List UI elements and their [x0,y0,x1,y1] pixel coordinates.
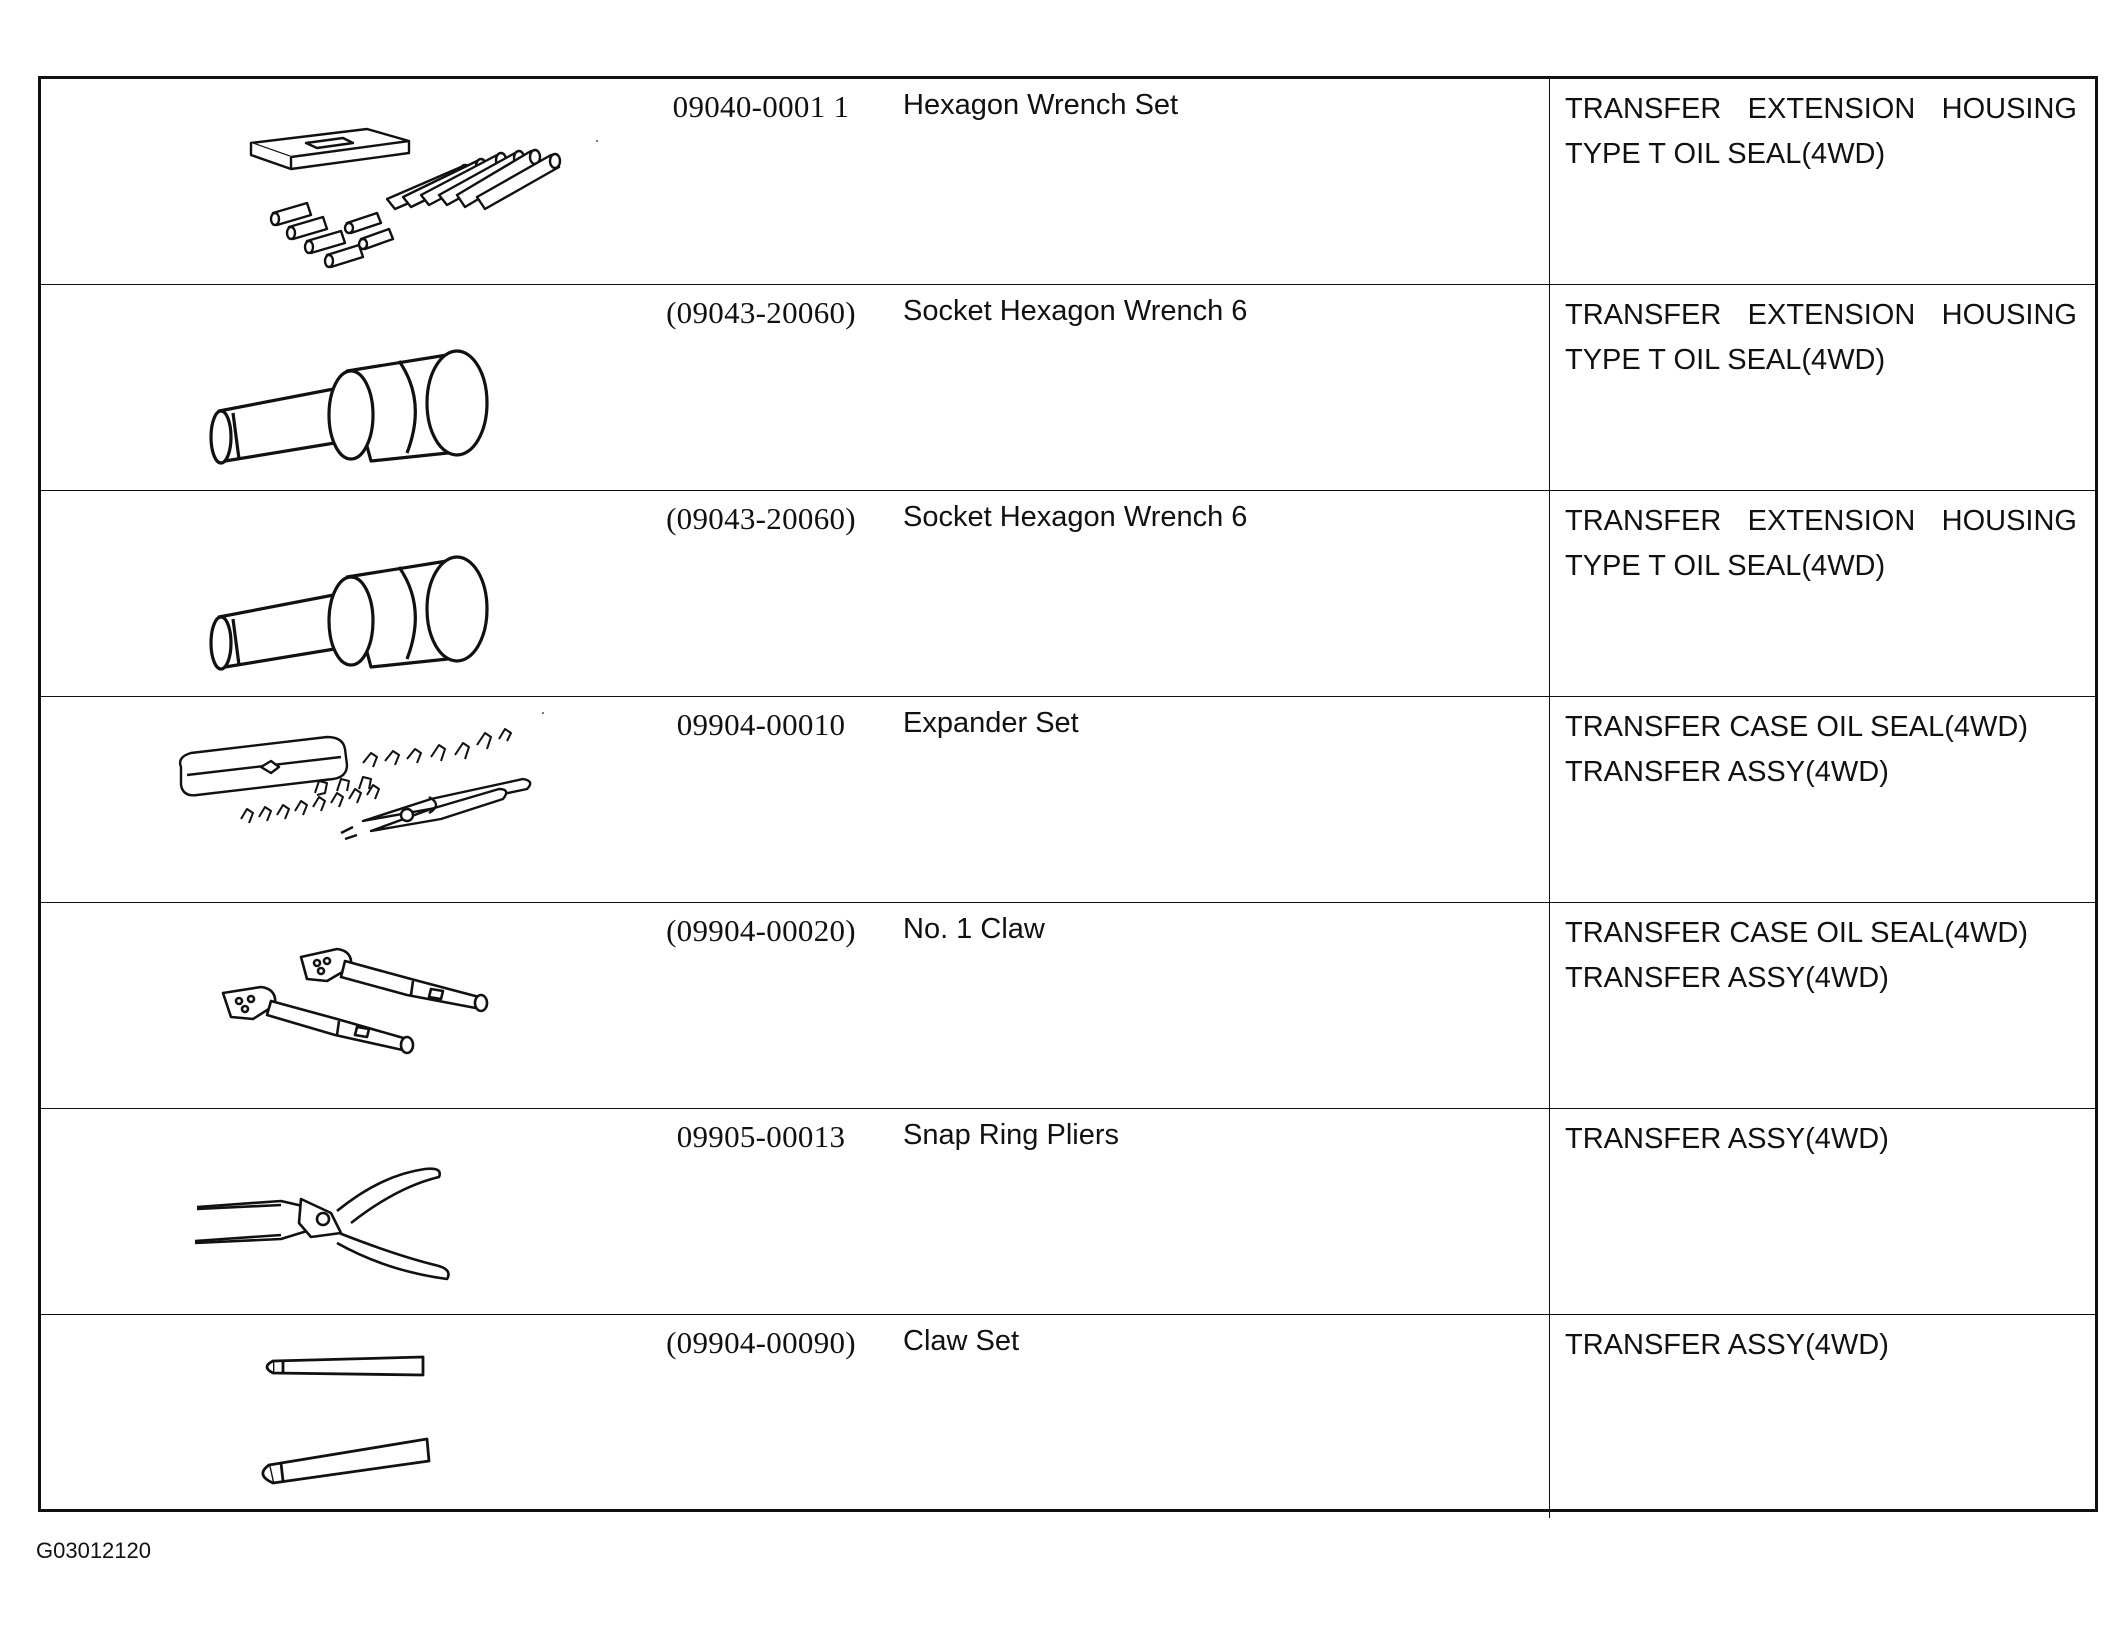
table-row: 09904-00010 Expander Set TRANSFER CASE O… [41,697,2095,903]
column-divider [1549,491,1550,696]
usage-cell: TRANSFER EXTENSION HOUSING TYPE T OIL SE… [1565,293,2085,383]
expander-set-icon [131,703,611,897]
usage-line: TYPE T OIL SEAL(4WD) [1565,550,1886,582]
part-name: Snap Ring Pliers [903,1119,1119,1151]
usage-cell: TRANSFER CASE OIL SEAL(4WD) TRANSFER ASS… [1565,705,2085,795]
socket-hexagon-wrench-icon [131,291,611,485]
claw-icon [131,909,611,1103]
usage-line: TYPE T OIL SEAL(4WD) [1565,344,1886,376]
column-divider [1549,1315,1550,1518]
snap-ring-pliers-icon [131,1115,611,1309]
scan-speck [596,140,598,142]
part-number: (09043-20060) [666,295,856,330]
usage-line: TRANSFER EXTENSION HOUSING [1565,299,2077,331]
part-number: 09904-00010 [676,707,846,742]
part-name: Hexagon Wrench Set [903,89,1179,121]
special-service-tools-table: 09040-0001 1 Hexagon Wrench Set TRANSFER… [38,76,2098,1518]
part-number: (09043-20060) [666,501,856,536]
column-divider [1549,697,1550,902]
usage-line: TRANSFER ASSY(4WD) [1565,756,1889,788]
table-row: (09043-20060) Socket Hexagon Wrench 6 TR… [41,285,2095,491]
column-divider [1549,903,1550,1108]
figure-code: G03012120 [36,1538,151,1563]
usage-line: TRANSFER CASE OIL SEAL(4WD) [1565,711,2029,743]
hexagon-wrench-set-icon [131,85,611,279]
usage-line: TYPE T OIL SEAL(4WD) [1565,138,1886,170]
usage-line: TRANSFER ASSY(4WD) [1565,1123,1889,1155]
part-name: Socket Hexagon Wrench 6 [903,295,1248,327]
usage-cell: TRANSFER ASSY(4WD) [1565,1117,2085,1162]
table-row: 09040-0001 1 Hexagon Wrench Set TRANSFER… [41,79,2095,285]
part-number: 09040-0001 1 [672,89,850,124]
usage-cell: TRANSFER EXTENSION HOUSING TYPE T OIL SE… [1565,87,2085,177]
usage-line: TRANSFER EXTENSION HOUSING [1565,93,2077,125]
column-divider [1549,79,1550,284]
table-row: (09904-00020) No. 1 Claw TRANSFER CASE O… [41,903,2095,1109]
part-name: Socket Hexagon Wrench 6 [903,501,1248,533]
claw-set-icon [131,1321,611,1515]
column-divider [1549,285,1550,490]
part-number: 09905-00013 [676,1119,846,1154]
part-number: (09904-00020) [666,913,856,948]
part-name: Claw Set [903,1325,1020,1357]
table-row: 09905-00013 Snap Ring Pliers TRANSFER AS… [41,1109,2095,1315]
usage-cell: TRANSFER ASSY(4WD) [1565,1323,2085,1368]
table-row: (09904-00090) Claw Set TRANSFER ASSY(4WD… [41,1315,2095,1518]
scan-speck [542,712,544,714]
part-name: Expander Set [903,707,1079,739]
usage-line: TRANSFER CASE OIL SEAL(4WD) [1565,917,2029,949]
part-name: No. 1 Claw [903,913,1045,945]
usage-line: TRANSFER ASSY(4WD) [1565,1329,1889,1361]
column-divider [1549,1109,1550,1314]
usage-line: TRANSFER ASSY(4WD) [1565,962,1889,994]
part-number: (09904-00090) [666,1325,856,1360]
usage-line: TRANSFER EXTENSION HOUSING [1565,505,2077,537]
usage-cell: TRANSFER CASE OIL SEAL(4WD) TRANSFER ASS… [1565,911,2085,1001]
table-row: (09043-20060) Socket Hexagon Wrench 6 TR… [41,491,2095,697]
usage-cell: TRANSFER EXTENSION HOUSING TYPE T OIL SE… [1565,499,2085,589]
socket-hexagon-wrench-icon [131,497,611,691]
